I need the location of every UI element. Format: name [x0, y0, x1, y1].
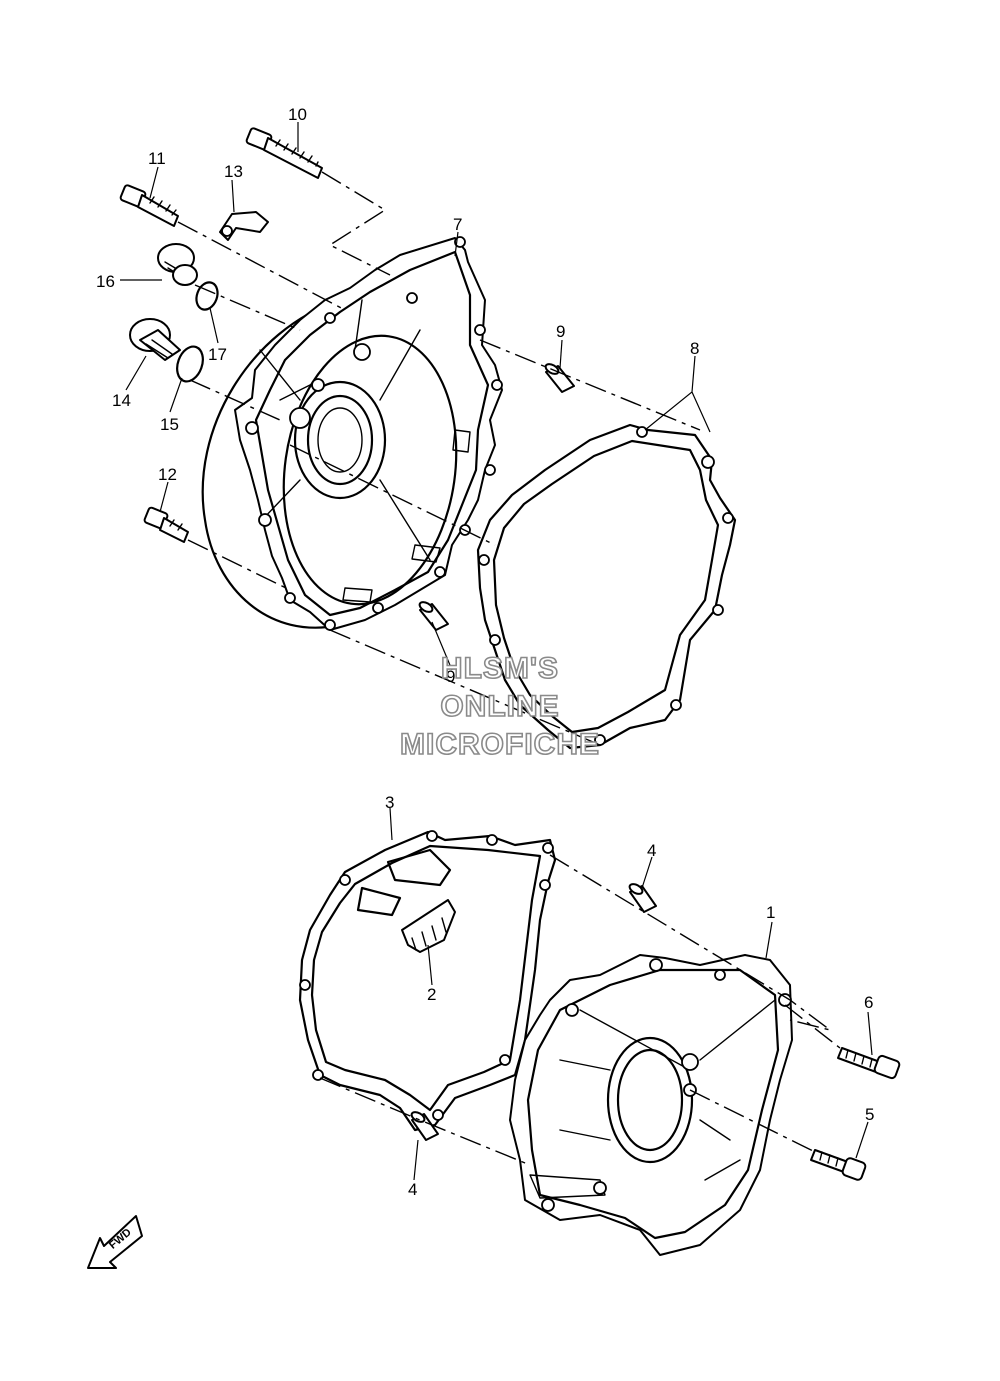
callout-1[interactable]: 1 [766, 903, 775, 922]
callout-2[interactable]: 2 [427, 985, 436, 1004]
callout-16[interactable]: 16 [96, 272, 115, 291]
callout-4-upper[interactable]: 4 [647, 841, 656, 860]
callout-11[interactable]: 11 [148, 149, 166, 168]
callout-6[interactable]: 6 [864, 993, 873, 1012]
callout-4-lower[interactable]: 4 [408, 1180, 417, 1199]
alignment-line-mid [289, 444, 496, 546]
clutch-cover-part-1[interactable] [509, 954, 793, 1256]
alignment-line-16 [194, 284, 301, 331]
callout-5[interactable]: 5 [865, 1105, 874, 1124]
filler-plug-part-16[interactable] [157, 243, 198, 286]
bolt-part-6[interactable] [837, 1047, 901, 1080]
forward-arrow-icon: FWD [87, 1215, 143, 1269]
alignment-line-10 [321, 171, 391, 276]
callout-8[interactable]: 8 [690, 339, 699, 358]
crankcase-cover-part-7[interactable] [201, 236, 503, 631]
callout-15[interactable]: 15 [160, 415, 179, 434]
gasket-part-3[interactable] [298, 830, 557, 1132]
oil-guide-part-2[interactable] [401, 899, 456, 953]
watermark-line-2: ONLINE [440, 690, 559, 723]
alignment-line-6 [784, 1004, 841, 1049]
bolt-part-10[interactable] [245, 127, 323, 179]
alignment-line-4-upper [549, 854, 831, 1031]
alignment-line-lower [329, 629, 601, 746]
bolt-part-11[interactable] [119, 184, 179, 227]
alignment-line-5 [689, 1089, 816, 1153]
callout-9-upper[interactable]: 9 [556, 322, 565, 341]
dowel-pin-part-4-lower[interactable] [410, 1110, 439, 1141]
callout-12[interactable]: 12 [158, 465, 177, 484]
o-ring-part-17[interactable] [193, 279, 221, 312]
callout-10[interactable]: 10 [288, 105, 307, 124]
watermark-line-1: HLSM'S [441, 652, 559, 685]
callout-7[interactable]: 7 [453, 215, 462, 234]
watermark: HLSM'S ONLINE MICROFICHE [399, 651, 600, 762]
bolt-part-5[interactable] [810, 1149, 867, 1181]
wire-clamp-part-13[interactable] [219, 211, 269, 241]
callout-9-lower[interactable]: 9 [446, 667, 455, 686]
alignment-line-14 [189, 379, 281, 421]
watermark-line-3: MICROFICHE [400, 728, 600, 761]
callout-14[interactable]: 14 [112, 391, 131, 410]
alignment-line-8-9 [479, 339, 701, 431]
o-ring-part-15[interactable] [173, 343, 208, 385]
alignment-line-11 [177, 221, 346, 311]
drain-plug-part-14[interactable] [129, 318, 181, 361]
cover-gasket-part-8[interactable] [476, 423, 737, 750]
callout-3[interactable]: 3 [385, 793, 394, 812]
dowel-pin-part-4-upper[interactable] [628, 882, 657, 913]
alignment-line-12 [187, 539, 291, 591]
callout-leaders [120, 122, 873, 1181]
dowel-pin-part-9-lower[interactable] [418, 600, 449, 631]
callout-13[interactable]: 13 [224, 162, 243, 181]
callout-numbers: 1 2 3 4 4 5 6 7 8 9 9 10 11 12 13 14 15 … [96, 105, 874, 1199]
bolt-part-12[interactable] [143, 506, 189, 543]
callout-17[interactable]: 17 [208, 345, 227, 364]
